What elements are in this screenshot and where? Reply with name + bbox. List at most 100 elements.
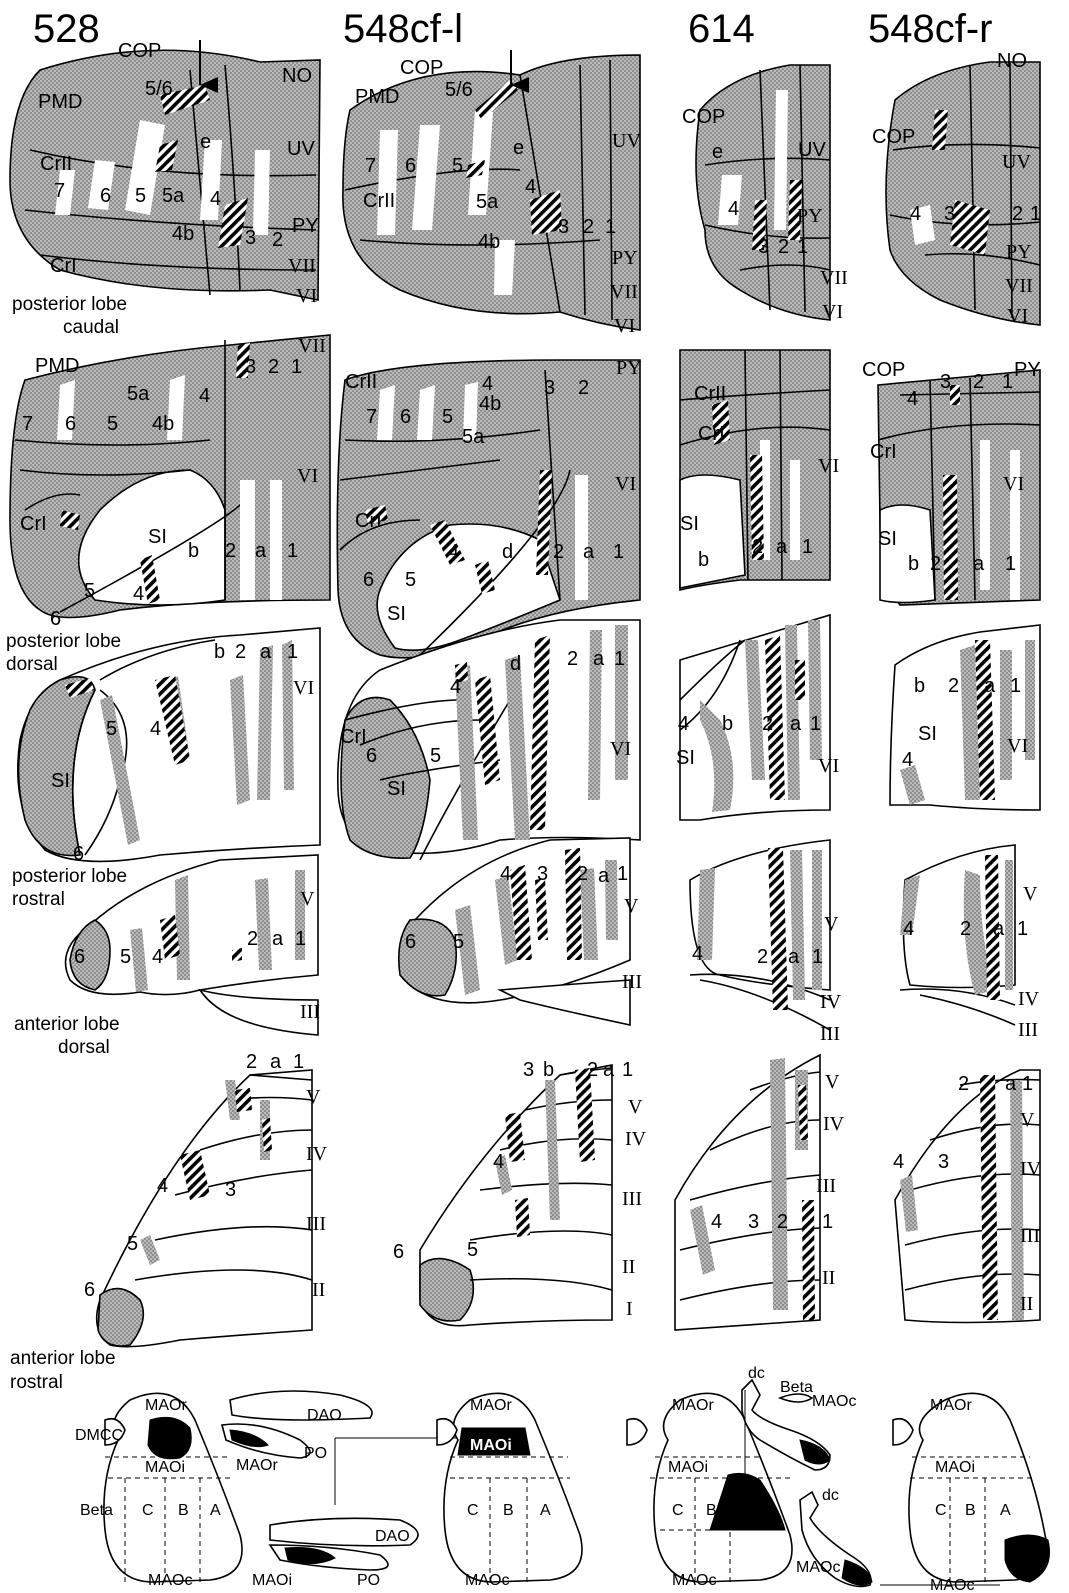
svg-text:2: 2	[757, 946, 768, 968]
svg-text:a: a	[598, 865, 610, 887]
svg-text:B: B	[178, 1502, 189, 1519]
svg-text:3: 3	[245, 356, 256, 378]
svg-text:6: 6	[50, 608, 61, 630]
svg-text:2: 2	[1012, 203, 1023, 225]
svg-text:dorsal: dorsal	[58, 1037, 110, 1058]
svg-text:UV: UV	[798, 139, 826, 161]
svg-text:5/6: 5/6	[445, 79, 473, 101]
svg-text:2: 2	[577, 863, 588, 885]
svg-text:5: 5	[467, 1239, 478, 1261]
svg-text:4: 4	[448, 541, 459, 563]
svg-text:1: 1	[605, 216, 616, 238]
svg-text:V: V	[1020, 1109, 1035, 1131]
svg-text:a: a	[776, 536, 788, 558]
svg-text:b: b	[908, 553, 919, 575]
svg-text:a: a	[272, 928, 284, 950]
svg-text:3: 3	[944, 203, 955, 225]
svg-text:b: b	[214, 641, 225, 663]
svg-text:2: 2	[578, 377, 589, 399]
olive-3b-labels: dc Beta MAOc	[748, 1365, 856, 1410]
svg-text:2: 2	[973, 371, 984, 393]
svg-text:PMD: PMD	[355, 86, 399, 108]
svg-text:1: 1	[617, 863, 628, 885]
svg-text:B: B	[965, 1502, 976, 1519]
svg-text:4: 4	[711, 1211, 722, 1233]
svg-text:4: 4	[199, 385, 210, 407]
svg-text:dorsal: dorsal	[6, 654, 58, 675]
svg-text:Beta: Beta	[80, 1502, 113, 1519]
svg-text:COP: COP	[118, 40, 161, 62]
svg-text:II: II	[622, 1256, 635, 1278]
section-label-posterior-caudal: posterior lobe caudal	[12, 294, 127, 338]
svg-text:4: 4	[152, 946, 163, 968]
svg-text:MAOc: MAOc	[148, 1572, 192, 1589]
svg-text:3: 3	[537, 863, 548, 885]
svg-text:V: V	[824, 913, 839, 935]
svg-text:SI: SI	[51, 770, 70, 792]
svg-text:VI: VI	[614, 315, 635, 337]
svg-text:6: 6	[84, 1279, 95, 1301]
svg-text:A: A	[742, 1502, 753, 1519]
svg-text:CrI: CrI	[340, 726, 367, 748]
svg-text:VI: VI	[1003, 473, 1024, 495]
svg-text:CrI: CrI	[20, 513, 47, 535]
panel-614-posterior-dorsal: CrII CrI VI SI b 2 a 1	[680, 350, 839, 590]
svg-text:5/6: 5/6	[145, 78, 173, 100]
svg-text:e: e	[712, 141, 723, 163]
svg-text:COP: COP	[682, 106, 725, 128]
svg-text:1: 1	[812, 946, 823, 968]
svg-text:3: 3	[245, 227, 256, 249]
svg-text:5: 5	[135, 185, 146, 207]
svg-text:II: II	[1020, 1293, 1033, 1315]
svg-text:6: 6	[363, 569, 374, 591]
svg-text:COP: COP	[862, 359, 905, 381]
svg-text:anterior lobe: anterior lobe	[14, 1014, 120, 1035]
svg-text:b: b	[698, 549, 709, 571]
svg-text:IV: IV	[306, 1143, 328, 1165]
svg-text:SI: SI	[387, 603, 406, 625]
olive-diagram-528: MAOr DMCC MAOi Beta C B A MAOc	[75, 1393, 242, 1589]
svg-text:2: 2	[247, 928, 258, 950]
svg-text:2: 2	[225, 540, 236, 562]
svg-text:III: III	[820, 1023, 840, 1045]
svg-text:d: d	[502, 541, 513, 563]
svg-text:b: b	[914, 675, 925, 697]
panel-614-posterior-rostral: 4 b 2 a 1 SI VI	[676, 615, 839, 820]
svg-text:III: III	[816, 1175, 836, 1197]
svg-text:III: III	[300, 1001, 320, 1023]
svg-text:DAO: DAO	[375, 1528, 410, 1545]
svg-text:3: 3	[938, 1151, 949, 1173]
svg-text:VI: VI	[822, 301, 843, 323]
svg-text:b: b	[543, 1059, 554, 1081]
svg-text:7: 7	[22, 413, 33, 435]
svg-text:PO: PO	[304, 1445, 327, 1462]
svg-text:1: 1	[293, 1051, 304, 1073]
svg-text:SI: SI	[148, 526, 167, 548]
svg-text:III: III	[1018, 1019, 1038, 1041]
olive-diagram-548cf-l: MAOr MAOi C B A MAOc	[437, 1393, 582, 1589]
svg-text:5a: 5a	[127, 383, 150, 405]
svg-text:2: 2	[752, 536, 763, 558]
svg-text:MAOc: MAOc	[672, 1572, 716, 1589]
svg-text:5: 5	[453, 931, 464, 953]
svg-text:a: a	[593, 648, 605, 670]
panel-528-posterior-caudal: COP NO PMD 5/6 UV e CrII 7 6 5 5a 4 PY 4…	[10, 40, 320, 307]
svg-text:SI: SI	[680, 513, 699, 535]
svg-text:COP: COP	[872, 126, 915, 148]
svg-text:A: A	[540, 1502, 551, 1519]
svg-text:4: 4	[678, 713, 689, 735]
svg-text:e: e	[200, 131, 211, 153]
svg-text:A: A	[1000, 1502, 1011, 1519]
svg-text:2: 2	[567, 648, 578, 670]
svg-text:VII: VII	[820, 267, 848, 289]
svg-text:2: 2	[778, 236, 789, 258]
svg-text:V: V	[1023, 883, 1038, 905]
svg-text:VI: VI	[296, 285, 317, 307]
svg-text:5: 5	[442, 406, 453, 428]
svg-text:a: a	[260, 641, 272, 663]
svg-text:6: 6	[65, 413, 76, 435]
svg-text:MAOr: MAOr	[236, 1457, 278, 1474]
svg-text:1: 1	[287, 641, 298, 663]
svg-text:1: 1	[1030, 203, 1041, 225]
